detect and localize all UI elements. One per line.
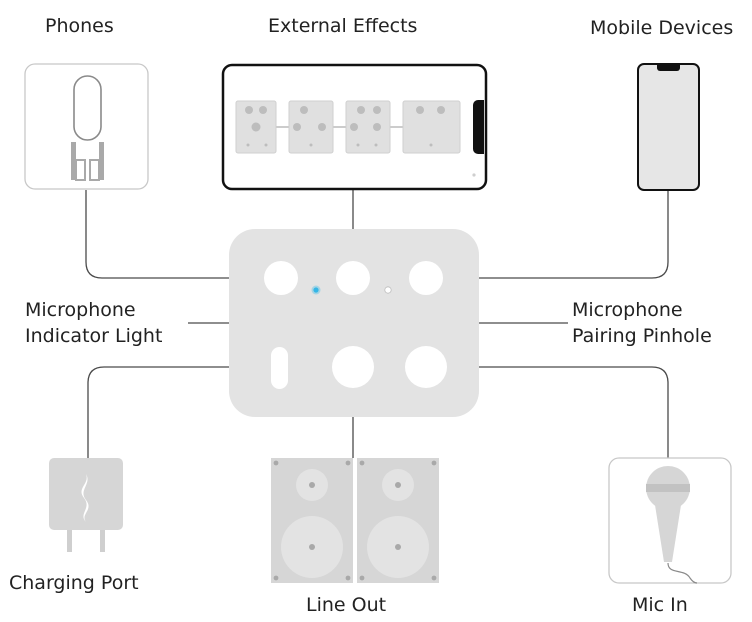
mobile-devices-port (409, 261, 443, 295)
device-body (229, 229, 479, 417)
label-mobile-devices: Mobile Devices (590, 17, 734, 39)
label-mic-in: Mic In (632, 594, 688, 616)
label-line: Indicator Light (25, 325, 163, 347)
effect-pedal (402, 100, 461, 154)
external-effects-port (336, 261, 370, 295)
label-line-out: Line Out (306, 594, 387, 616)
label-line: Microphone (25, 299, 136, 321)
line-charging-port (87, 366, 270, 458)
smartphone-icon (637, 63, 700, 191)
label-microphone-indicator-light: Microphone Indicator Light (25, 297, 162, 349)
mic-in-port (405, 346, 447, 388)
label-line: Microphone (572, 299, 683, 321)
effect-pedal (235, 100, 277, 154)
tablet-effects-icon (221, 63, 488, 191)
phones-port (264, 261, 298, 295)
microphone-icon (608, 457, 732, 584)
speakers-icon (271, 458, 439, 583)
audio-interface-device (229, 229, 479, 417)
line-mic-in (444, 366, 669, 458)
effect-pedal (345, 100, 391, 154)
label-line: Pairing Pinhole (572, 325, 712, 347)
line-phones (85, 190, 264, 279)
label-microphone-pairing-pinhole: Microphone Pairing Pinhole (572, 297, 712, 349)
charger-icon (49, 458, 123, 552)
headphones-icon (24, 63, 149, 190)
pairing-pinhole (384, 286, 392, 294)
label-external-effects: External Effects (268, 15, 418, 37)
charging-port (271, 347, 288, 389)
label-charging-port: Charging Port (9, 572, 139, 594)
line-mobile-devices (444, 190, 669, 279)
line-out-port (332, 346, 374, 388)
label-phones: Phones (45, 15, 114, 37)
effect-pedal (288, 100, 334, 154)
indicator-light (313, 287, 319, 293)
